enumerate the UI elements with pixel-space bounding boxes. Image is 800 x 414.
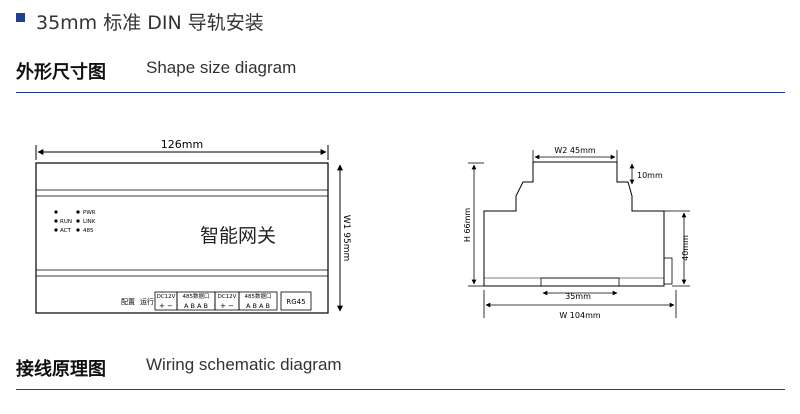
side-rail-width-dimension: 35mm bbox=[542, 290, 618, 301]
terminal-strip: 配置 运行 DC12V + − 485数据口 A B A B DC12V + −… bbox=[121, 291, 312, 311]
device-side-view bbox=[483, 161, 673, 287]
led-indicator-icon bbox=[76, 219, 80, 223]
config-label: 配置 bbox=[121, 298, 135, 306]
total-width-label: W 104mm bbox=[559, 311, 601, 320]
width-label: 126mm bbox=[161, 138, 203, 151]
dc12v-label-2: DC12V bbox=[218, 294, 237, 300]
shape-title-en: Shape size diagram bbox=[146, 58, 297, 77]
total-height-label: H 66mm bbox=[463, 208, 472, 243]
dc-plus-minus-icon: + − bbox=[220, 302, 234, 310]
height-label: W1 95mm bbox=[341, 215, 351, 261]
rail-height-label: 40mm bbox=[681, 235, 690, 261]
side-rail-height-dimension: 40mm bbox=[672, 210, 690, 287]
rs485-pins-1: A B A B bbox=[184, 302, 208, 310]
rj45-label: RG45 bbox=[286, 298, 305, 306]
led-label-act: ACT bbox=[60, 228, 72, 234]
rs485-label-2: 485数据口 bbox=[245, 292, 272, 300]
wiring-title-en: Wiring schematic diagram bbox=[146, 355, 342, 374]
dc12v-label-1: DC12V bbox=[157, 294, 176, 300]
led-label-pwr: PWR bbox=[83, 210, 96, 216]
step-height-label: 10mm bbox=[637, 171, 663, 180]
section-divider bbox=[16, 389, 785, 390]
led-label-485: 485 bbox=[83, 228, 94, 234]
shape-title-cn: 外形尺寸图 bbox=[16, 62, 106, 83]
width-dimension: 126mm bbox=[35, 138, 329, 160]
top-width-label: W2 45mm bbox=[554, 146, 596, 155]
led-indicator-icon bbox=[54, 210, 58, 214]
side-step-dimension: 10mm bbox=[629, 163, 663, 185]
led-indicator-icon bbox=[76, 228, 80, 232]
side-total-height-dimension: H 66mm bbox=[463, 162, 484, 287]
led-label-run: RUN bbox=[60, 219, 72, 225]
device-name: 智能网关 bbox=[200, 225, 276, 247]
rs485-pins-2: A B A B bbox=[246, 302, 270, 310]
run-label: 运行 bbox=[140, 297, 154, 306]
rs485-label-1: 485数据口 bbox=[183, 292, 210, 300]
side-total-width-dimension: W 104mm bbox=[483, 290, 677, 320]
dc-plus-minus-icon: + − bbox=[159, 302, 173, 310]
wiring-title-cn: 接线原理图 bbox=[16, 359, 106, 380]
side-top-width-dimension: W2 45mm bbox=[532, 146, 618, 162]
height-dimension: W1 95mm bbox=[337, 164, 351, 312]
section-divider bbox=[16, 92, 785, 93]
led-indicator-icon bbox=[76, 210, 80, 214]
led-indicator-icon bbox=[54, 219, 58, 223]
led-indicator-icon bbox=[54, 228, 58, 232]
device-front-view: RUN ACT PWR LINK 485 智能网关 配置 运行 DC12V + … bbox=[35, 162, 329, 314]
install-note: 35mm 标准 DIN 导轨安装 bbox=[36, 12, 264, 34]
section-bullet bbox=[16, 13, 25, 22]
led-label-link: LINK bbox=[83, 219, 96, 225]
rail-width-label: 35mm bbox=[565, 292, 591, 301]
